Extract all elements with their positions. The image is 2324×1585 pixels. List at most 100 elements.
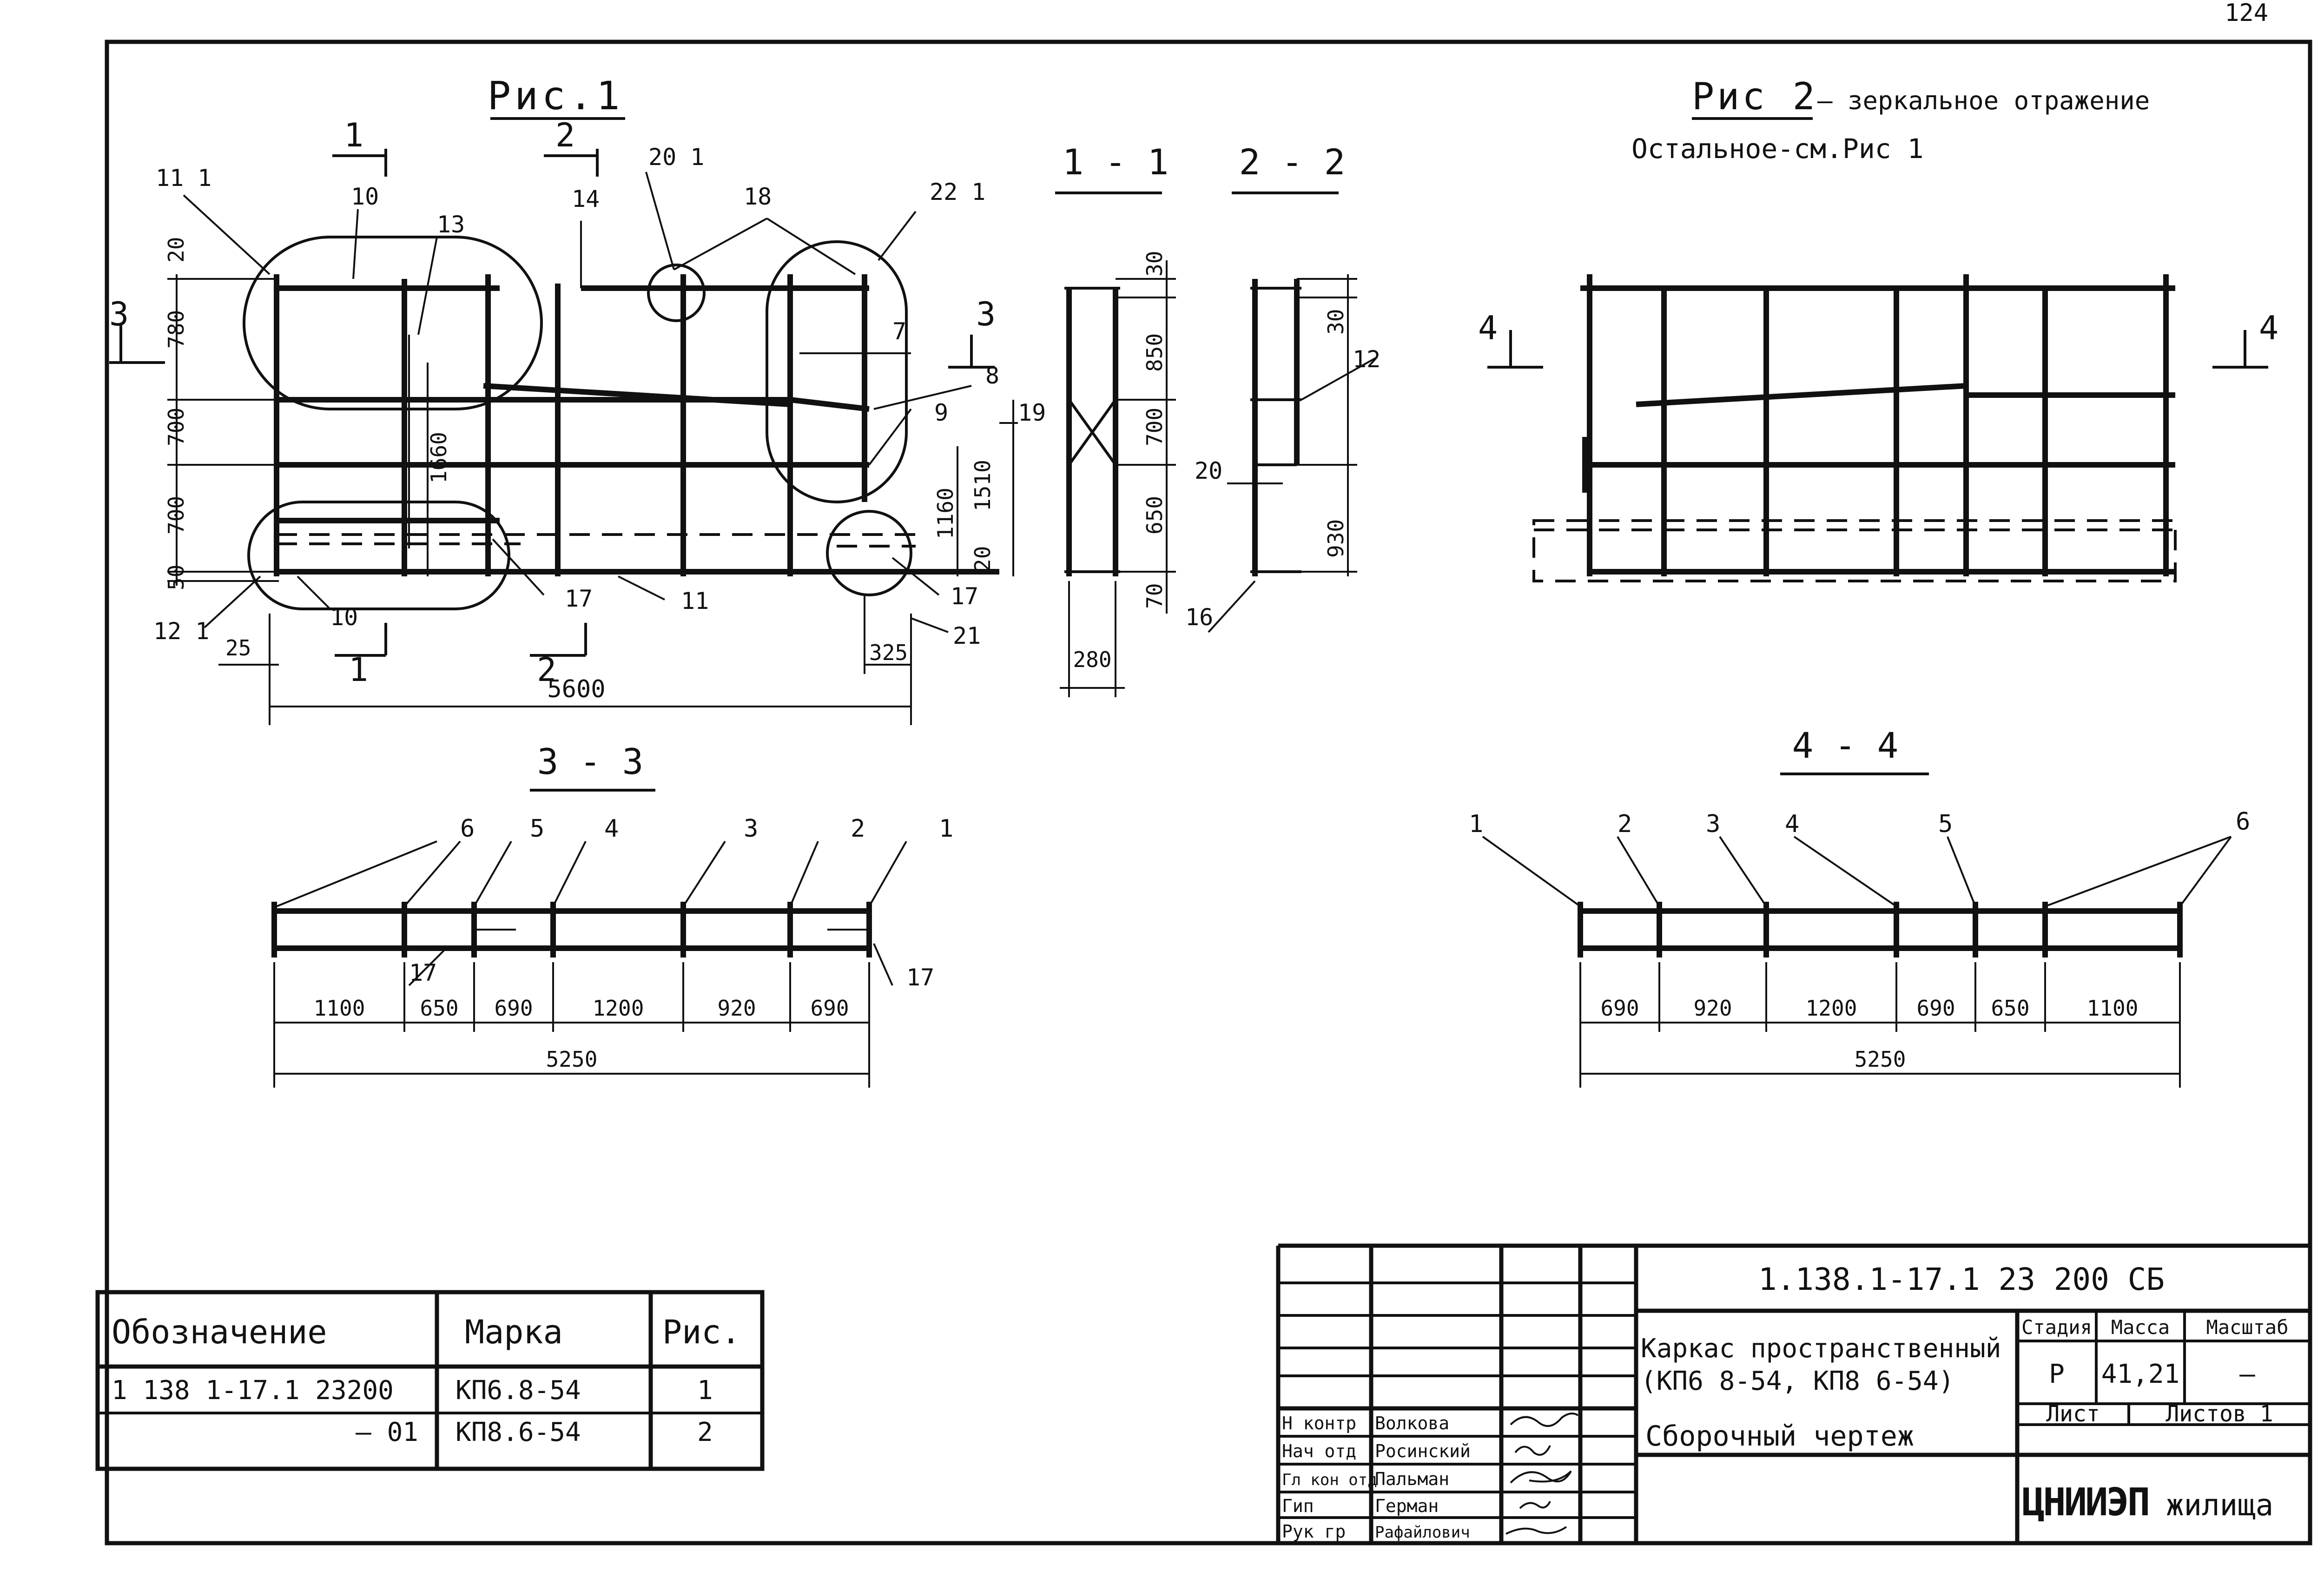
spec-header-fig: Рис. [662, 1313, 741, 1351]
sec33-dim-total: 5250 [546, 1047, 598, 1072]
sec44-dim-4: 690 [1916, 996, 1955, 1021]
spec-row1-mark: КП6.8-54 [456, 1375, 581, 1406]
spec-row2-mark: КП8.6-54 [456, 1417, 581, 1447]
sec44-dim-6: 1100 [2087, 996, 2139, 1021]
sec33-item-1: 1 [939, 815, 953, 843]
callout-11-1: 11 1 [156, 165, 211, 192]
tb-label-mass: Масса [2111, 1316, 2170, 1339]
title-block: 1.138.1-17.1 23 200 СБ Каркас пространст… [1278, 1246, 2310, 1543]
callout-9: 9 [934, 399, 948, 426]
tb-value-scale: — [2239, 1359, 2255, 1389]
section-mark-1-bottom: 1 [349, 651, 368, 689]
callout-18: 18 [744, 183, 772, 210]
sec44-dim-5: 650 [1991, 996, 2029, 1021]
dim-1510: 1510 [970, 460, 995, 511]
sig-role-3: Гл кон отд [1282, 1471, 1377, 1489]
callout-11: 11 [681, 588, 709, 614]
tb-label-stage: Стадия [2021, 1316, 2092, 1339]
sec11-title: 1 - 1 [1063, 141, 1169, 183]
callout-19: 19 [1018, 399, 1046, 426]
spec-row2-fig: 2 [697, 1417, 713, 1447]
fig1-title: Рис.1 [488, 73, 624, 119]
sec33-item-3: 3 [744, 815, 758, 843]
sec11-dim-650: 650 [1142, 496, 1167, 535]
sig-name-1: Волкова [1375, 1413, 1449, 1433]
sec44-item-3: 3 [1706, 810, 1720, 838]
spec-header-mark: Марка [465, 1313, 563, 1351]
callout-21: 21 [953, 622, 981, 649]
sec33-callout-17-right: 17 [906, 964, 934, 991]
dim-1160: 1160 [933, 488, 958, 539]
dim-700-a: 700 [164, 408, 189, 446]
sec11-dim-70: 70 [1142, 583, 1167, 609]
dim-5600: 5600 [547, 675, 605, 703]
callout-10: 10 [351, 183, 379, 210]
sec33-dim-6: 690 [810, 996, 849, 1021]
dim-20-right: 20 [970, 546, 995, 572]
callout-17-right: 17 [951, 583, 978, 610]
corner-number: 124 [2225, 0, 2268, 27]
section-mark-4-left: 4 [1478, 309, 1498, 347]
sheet-frame [105, 40, 2312, 1545]
sec44-item-4: 4 [1785, 810, 1799, 838]
fig1-labels: 1 2 1 2 3 3 11 1 10 13 14 20 1 18 22 1 7… [109, 116, 1046, 703]
org-name: ЦНИИЭП [2022, 1480, 2148, 1525]
dim-325: 325 [869, 640, 908, 665]
sec33-dim-1: 1100 [314, 996, 365, 1021]
sig-name-3: Пальман [1375, 1469, 1449, 1489]
sec22-callout-12: 12 [1353, 346, 1380, 373]
spec-header-designation: Обозначение [112, 1313, 327, 1351]
handwritten-signatures [1505, 1413, 1579, 1535]
section-1-1-drawing: 1 - 1 30 850 700 650 70 280 [1055, 141, 1176, 697]
tb-label-sheets: Листов 1 [2166, 1401, 2273, 1427]
tb-label-sheet: Лист [2046, 1401, 2100, 1427]
sec44-item-6: 6 [2236, 808, 2250, 836]
tb-value-mass: 41,21 [2101, 1359, 2180, 1389]
sec11-dim-280: 280 [1073, 647, 1111, 672]
tb-doc-code: 1.138.1-17.1 23 200 СБ [1758, 1261, 2165, 1297]
fig2-note: Остальное-см.Рис 1 [1631, 133, 1924, 165]
spec-table: Обозначение Марка Рис. 1 138 1-17.1 2320… [95, 1290, 765, 1471]
callout-8: 8 [985, 362, 999, 389]
sec11-dim-850: 850 [1142, 333, 1167, 372]
sec44-title: 4 - 4 [1792, 725, 1899, 766]
sec11-dim-30: 30 [1142, 251, 1167, 277]
sec44-dim-2: 920 [1693, 996, 1732, 1021]
dim-1660: 1660 [426, 432, 451, 483]
dim-780: 780 [164, 310, 189, 349]
tb-name-line2: (КП6 8-54, КП8 6-54) [1641, 1366, 1954, 1396]
sig-role-5: Рук гр [1282, 1521, 1346, 1542]
sig-role-1: Н контр [1282, 1413, 1356, 1433]
tb-name-line1: Каркас пространственный [1641, 1334, 2001, 1364]
sec44-item-5: 5 [1938, 810, 1953, 838]
org-logo: ЦНИИЭП жилища [2022, 1480, 2273, 1525]
fig1-drawing: Рис.1 [109, 73, 1018, 725]
sec33-dim-4: 1200 [593, 996, 644, 1021]
section-3-3-drawing: 3 - 3 [271, 741, 907, 1088]
sec33-dim-5: 920 [717, 996, 756, 1021]
dim-25: 25 [225, 635, 251, 660]
fig2-title: Рис 2 [1692, 75, 1818, 118]
sec33-callout-17-left: 17 [409, 959, 437, 986]
tb-label-scale: Масштаб [2206, 1316, 2288, 1339]
section-mark-4-right: 4 [2259, 309, 2278, 347]
org-suffix: жилища [2166, 1488, 2273, 1523]
dim-700-b: 700 [164, 496, 189, 535]
sec44-dim-1: 690 [1600, 996, 1639, 1021]
section-4-4-drawing: 4 - 4 [1482, 725, 2232, 1088]
sec44-dim-3: 1200 [1806, 996, 1857, 1021]
sig-name-5: Рафайлович [1375, 1523, 1470, 1542]
sig-name-4: Герман [1375, 1496, 1439, 1516]
spec-row2-designation: — 01 [356, 1417, 418, 1447]
callout-12-1: 12 1 [153, 618, 209, 645]
sec22-dim-30: 30 [1323, 309, 1348, 335]
sec22-dim-930: 930 [1323, 519, 1348, 558]
section-mark-1-top: 1 [344, 116, 363, 154]
section-mark-2-bottom: 2 [537, 651, 556, 689]
callout-13: 13 [437, 211, 465, 238]
sec11-dim-700: 700 [1142, 408, 1167, 446]
sig-role-4: Гип [1282, 1496, 1314, 1516]
callout-7: 7 [892, 318, 906, 345]
section-2-2-drawing: 2 - 2 30 930 12 20 16 [1185, 141, 1380, 633]
